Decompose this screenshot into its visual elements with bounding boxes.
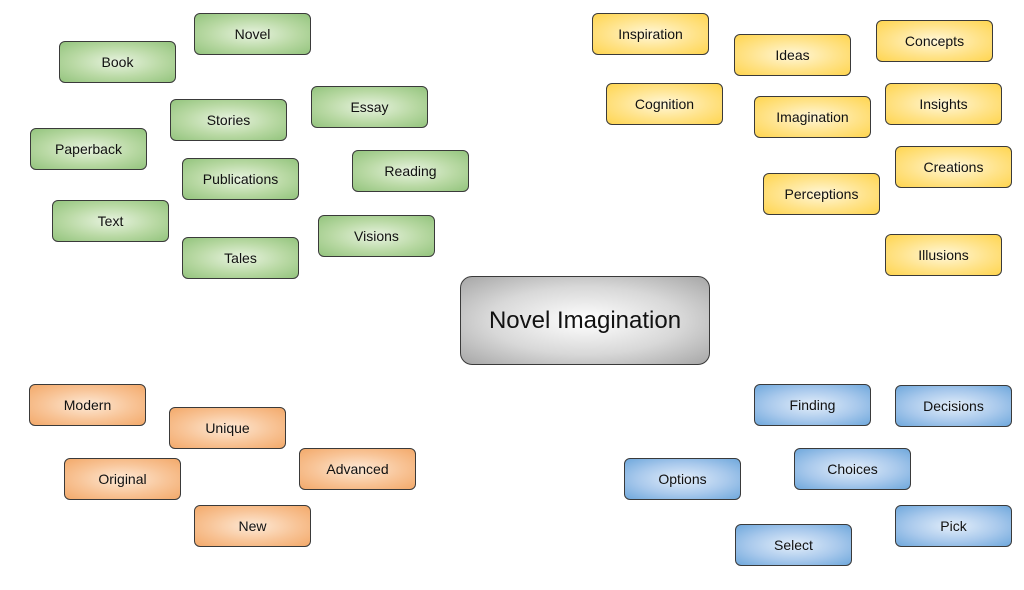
node-unique: Unique [169,407,286,449]
node-perceptions: Perceptions [763,173,880,215]
node-reading: Reading [352,150,469,192]
node-concepts: Concepts [876,20,993,62]
node-book: Book [59,41,176,83]
node-new: New [194,505,311,547]
center-node: Novel Imagination [460,276,710,365]
node-advanced: Advanced [299,448,416,490]
node-ideas: Ideas [734,34,851,76]
node-modern: Modern [29,384,146,426]
node-options: Options [624,458,741,500]
node-illusions: Illusions [885,234,1002,276]
node-select: Select [735,524,852,566]
node-paperback: Paperback [30,128,147,170]
node-text: Text [52,200,169,242]
node-novel: Novel [194,13,311,55]
node-stories: Stories [170,99,287,141]
node-tales: Tales [182,237,299,279]
node-visions: Visions [318,215,435,257]
node-inspiration: Inspiration [592,13,709,55]
node-essay: Essay [311,86,428,128]
node-cognition: Cognition [606,83,723,125]
node-publications: Publications [182,158,299,200]
node-imagination: Imagination [754,96,871,138]
node-creations: Creations [895,146,1012,188]
node-pick: Pick [895,505,1012,547]
node-decisions: Decisions [895,385,1012,427]
node-finding: Finding [754,384,871,426]
node-choices: Choices [794,448,911,490]
node-insights: Insights [885,83,1002,125]
node-original: Original [64,458,181,500]
